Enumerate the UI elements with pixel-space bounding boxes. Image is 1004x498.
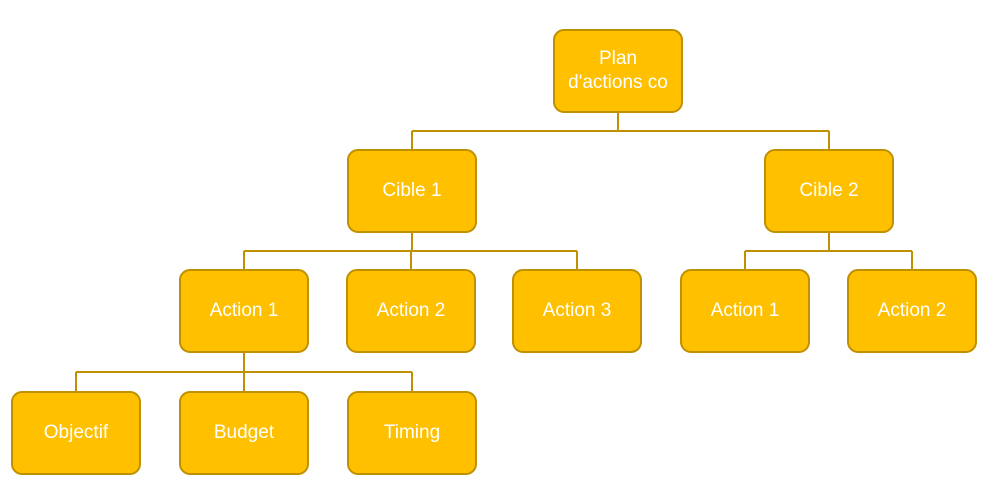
- node-label: Budget: [213, 422, 275, 444]
- node-label: Action 1: [209, 300, 279, 322]
- node-cible-1: Cible 1: [347, 149, 477, 233]
- node-label: Objectif: [43, 422, 109, 444]
- node-label: Timing: [383, 422, 441, 444]
- node-label: Plan d'actions co: [568, 48, 668, 93]
- node-plan-dactions-co: Plan d'actions co: [553, 29, 683, 113]
- node-label: Action 3: [542, 300, 612, 322]
- node-cible2-action-2: Action 2: [847, 269, 977, 353]
- node-objectif: Objectif: [11, 391, 141, 475]
- node-label: Action 2: [376, 300, 446, 322]
- node-cible1-action-3: Action 3: [512, 269, 642, 353]
- node-budget: Budget: [179, 391, 309, 475]
- node-label: Action 1: [710, 300, 780, 322]
- node-cible2-action-1: Action 1: [680, 269, 810, 353]
- node-cible1-action-1: Action 1: [179, 269, 309, 353]
- node-cible-2: Cible 2: [764, 149, 894, 233]
- node-timing: Timing: [347, 391, 477, 475]
- node-label: Cible 1: [382, 180, 442, 202]
- node-label: Action 2: [877, 300, 947, 322]
- node-cible1-action-2: Action 2: [346, 269, 476, 353]
- node-label: Cible 2: [799, 180, 859, 202]
